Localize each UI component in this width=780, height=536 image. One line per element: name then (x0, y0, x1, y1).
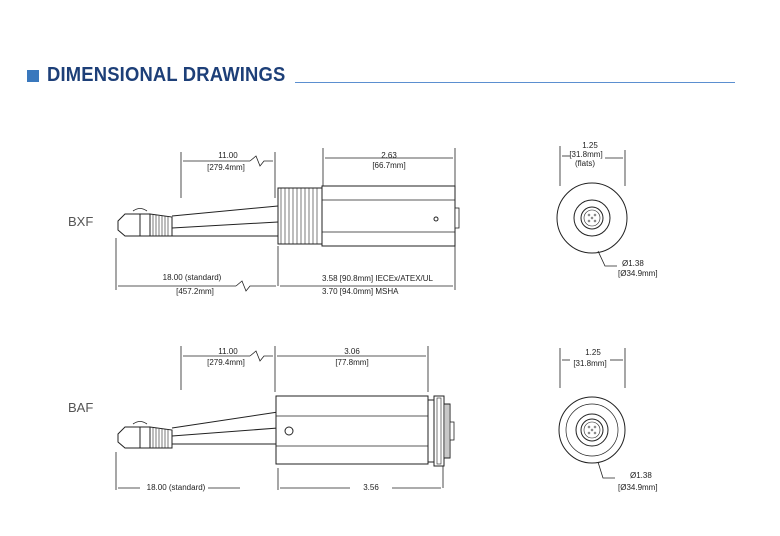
bxf-flats-dim-in: 1.25 (582, 141, 598, 150)
bxf-total-dim-mm: [457.2mm] (176, 287, 214, 296)
bxf-body-dim-mm: [66.7mm] (372, 161, 405, 170)
bxf-flats-dim-mm: [31.8mm] (569, 150, 602, 159)
baf-total-dim-in: 18.00 (standard) (147, 483, 206, 492)
section-title: DIMENSIONAL DRAWINGS (47, 64, 286, 86)
section-header: DIMENSIONAL DRAWINGS (27, 63, 737, 89)
baf-end-dim-mm: [31.8mm] (573, 359, 606, 368)
bxf-cable-dim-mm: [279.4mm] (207, 163, 245, 172)
baf-body-dim-mm: [77.8mm] (335, 358, 368, 367)
bxf-cert-dim-2: 3.70 [94.0mm] MSHA (322, 287, 399, 296)
bxf-total-dim-in: 18.00 (standard) (163, 273, 222, 282)
bxf-body-dim-in: 2.63 (381, 151, 397, 160)
baf-dia-dim-in: Ø1.38 (630, 471, 652, 480)
bxf-cert-dim-1: 3.58 [90.8mm] IECEx/ATEX/UL (322, 274, 434, 283)
baf-body-dim-in: 3.06 (344, 347, 360, 356)
bxf-label: BXF (68, 214, 94, 229)
baf-label: BAF (68, 400, 94, 415)
baf-side-view (115, 346, 455, 490)
baf-total-dim-right: 3.56 (363, 483, 379, 492)
bxf-dia-dim-in: Ø1.38 (622, 259, 644, 268)
baf-dia-dim-mm: [Ø34.9mm] (618, 483, 658, 492)
baf-end-view (558, 348, 626, 479)
bxf-end-view (556, 146, 628, 267)
baf-end-dim-in: 1.25 (585, 348, 601, 357)
baf-cable-dim-mm: [279.4mm] (207, 358, 245, 367)
bxf-flats-note: (flats) (575, 159, 595, 168)
bxf-cable-dim-in: 11.00 (218, 151, 238, 160)
header-rule (295, 82, 735, 83)
baf-cable-dim-in: 11.00 (218, 347, 238, 356)
bxf-dia-dim-mm: [Ø34.9mm] (618, 269, 658, 278)
header-square-icon (27, 70, 39, 82)
bxf-side-view (115, 148, 460, 292)
